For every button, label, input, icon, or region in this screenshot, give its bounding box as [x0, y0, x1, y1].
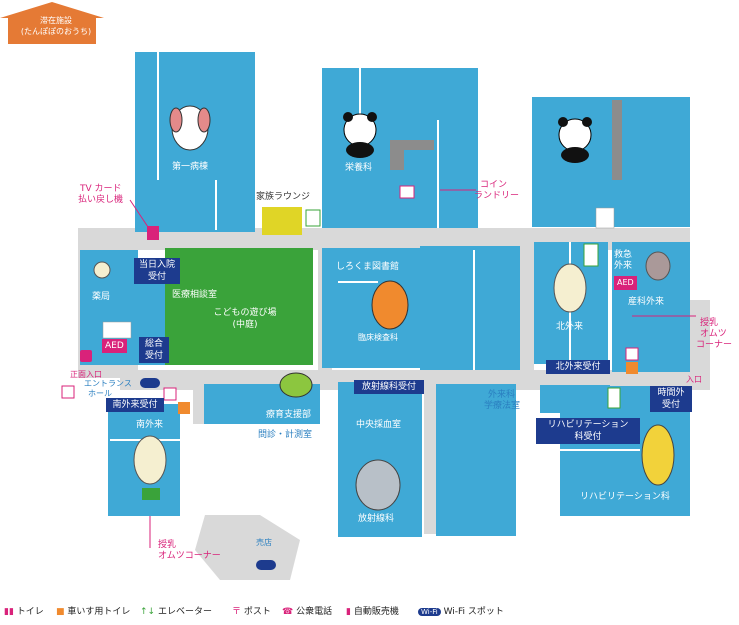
emergency-label-1: 救急: [614, 250, 633, 260]
playground-label-2: (中庭): [232, 320, 258, 330]
tv-card-label-2: 払い戻し機: [78, 195, 124, 205]
obstetrics-label: 産科外来: [628, 297, 665, 307]
clinical-lab-label: 臨床検査科: [358, 333, 398, 342]
leader-lines: [129, 189, 696, 548]
family-lounge-label: 家族ラウンジ: [256, 192, 311, 202]
night-reception-1: 時間外: [650, 386, 692, 400]
same-day-reception-2: 受付: [134, 270, 180, 284]
rehab-label: リハビリテーション科: [580, 492, 670, 502]
frog-icon: [279, 372, 313, 398]
vending-icon: [147, 226, 159, 240]
post-icon: [61, 385, 75, 399]
rehab-reception-1: リハビリテーション: [536, 418, 640, 432]
shop-label: 売店: [256, 538, 272, 547]
nursing-label-3: コーナー: [696, 340, 733, 350]
ward1-label: 第一病棟: [172, 162, 209, 172]
coin-laundry-label-1: コイン: [480, 180, 508, 190]
bear-icon: [93, 261, 111, 279]
house-badge: [0, 2, 104, 44]
vending-icon: ▮: [346, 607, 351, 617]
family-lounge-area: [262, 207, 302, 235]
legend-elevator: ↑↓ エレベーター: [140, 604, 212, 617]
tv-card-label-1: TV カード: [80, 184, 122, 194]
nursing-label-1: 授乳: [700, 318, 719, 328]
south-green-mat: [142, 488, 160, 500]
radiology-label: 放射線科: [358, 514, 395, 524]
surgery-treatment-label-2: 学療法室: [484, 401, 521, 411]
main-entrance-label: 正面入口: [70, 370, 102, 379]
dog-icon: [169, 105, 211, 151]
legend-vending: ▮ 自動販売機: [346, 604, 399, 617]
legend-phone: ☎ 公衆電話: [282, 604, 332, 617]
legend-wifi-text: Wi-Fi スポット: [443, 607, 504, 617]
same-day-reception-1: 当日入院: [134, 258, 180, 272]
consult-room-label: 問診・計測室: [258, 430, 313, 440]
phone-icon: ☎: [282, 607, 294, 617]
nursing-corner-label-2: オムツコーナー: [158, 551, 221, 561]
polar-bear-icon: [553, 263, 587, 313]
badge-line1: 滞在施設: [40, 16, 72, 25]
phone-icon: [80, 350, 92, 362]
legend-toilet: ▮▮ トイレ: [4, 604, 44, 617]
playground-label-1: こどもの遊び場: [213, 308, 277, 318]
rehab-reception-2: 科受付: [536, 430, 640, 444]
stair-steps: [102, 207, 615, 339]
wheelchair-icon: [178, 362, 638, 414]
legend-post: 〒 ポスト: [232, 604, 271, 617]
nursing-label-2: オムツ: [700, 329, 727, 339]
toilet-icon: ▮▮: [4, 607, 14, 617]
legend-wifi: Wi-Fi Wi-Fi スポット: [418, 604, 504, 617]
cat-icon: [371, 280, 409, 330]
seal-icon: [645, 251, 671, 281]
nutrition-label: 栄養科: [345, 163, 373, 173]
central-blood-label: 中央採血室: [356, 420, 402, 430]
nursing-corner-label-1: 授乳: [158, 540, 177, 550]
south-outpatient-label: 南外来: [136, 420, 164, 430]
map-legend: ▮▮ トイレ ■ 車いす用トイレ ↑↓ エレベーター 〒 ポスト ☎ 公衆電話 …: [0, 600, 739, 622]
entrance-hall-label-1: エントランス: [84, 379, 132, 388]
entrance-label: 入口: [686, 375, 702, 384]
aed-label: AED: [102, 339, 127, 353]
stairs: [390, 100, 622, 180]
courtyard-area: [165, 248, 313, 365]
general-reception-2: 受付: [139, 349, 169, 363]
wifi-icon: [140, 378, 276, 570]
surgery-treatment-label-1: 外来科: [488, 390, 516, 400]
legend-elevator-text: エレベーター: [157, 607, 212, 617]
entrance-hall-label-2: ホール: [88, 389, 112, 398]
south-reception-label: 南外来受付: [106, 398, 164, 412]
general-reception-1: 総合: [139, 337, 169, 351]
elevator-icon: ↑↓: [140, 607, 156, 617]
wheelchair-icon: ■: [56, 607, 65, 617]
elevator-icon: [305, 209, 621, 409]
panda-icon-2: [558, 117, 592, 163]
coin-laundry-label-2: ランドリー: [474, 191, 520, 201]
medical-consult-label: 医療相談室: [172, 290, 218, 300]
legend-vending-text: 自動販売機: [353, 607, 399, 617]
post-icon: 〒: [232, 607, 242, 617]
radiology-reception-label: 放射線科受付: [354, 380, 424, 394]
legend-toilet-text: トイレ: [16, 607, 44, 617]
legend-wheelchair-text: 車いす用トイレ: [67, 607, 131, 617]
emergency-label-2: 外来: [614, 261, 633, 271]
legend-wheelchair: ■ 車いす用トイレ: [56, 604, 130, 617]
night-reception-2: 受付: [650, 398, 692, 412]
toilet-icon: [163, 185, 639, 401]
legend-phone-text: 公衆電話: [296, 607, 333, 617]
legend-post-text: ポスト: [243, 607, 271, 617]
room-dividers: [110, 52, 640, 451]
badge-line2: (たんぽぽのおうち): [20, 27, 92, 36]
aed-label-2: AED: [614, 276, 637, 290]
bear-south-icon: [133, 435, 167, 485]
wifi-icon: Wi-Fi: [418, 608, 441, 616]
pharmacy-label: 薬局: [92, 292, 111, 302]
giraffe-icon: [641, 424, 675, 486]
elephant-icon: [355, 459, 401, 511]
north-reception-label: 北外来受付: [546, 360, 610, 374]
north-outpatient-label: 北外来: [556, 322, 584, 332]
childcare-support-label: 療育支援部: [266, 410, 312, 420]
panda-icon: [343, 112, 377, 158]
library-label: しろくま図書館: [336, 262, 400, 272]
